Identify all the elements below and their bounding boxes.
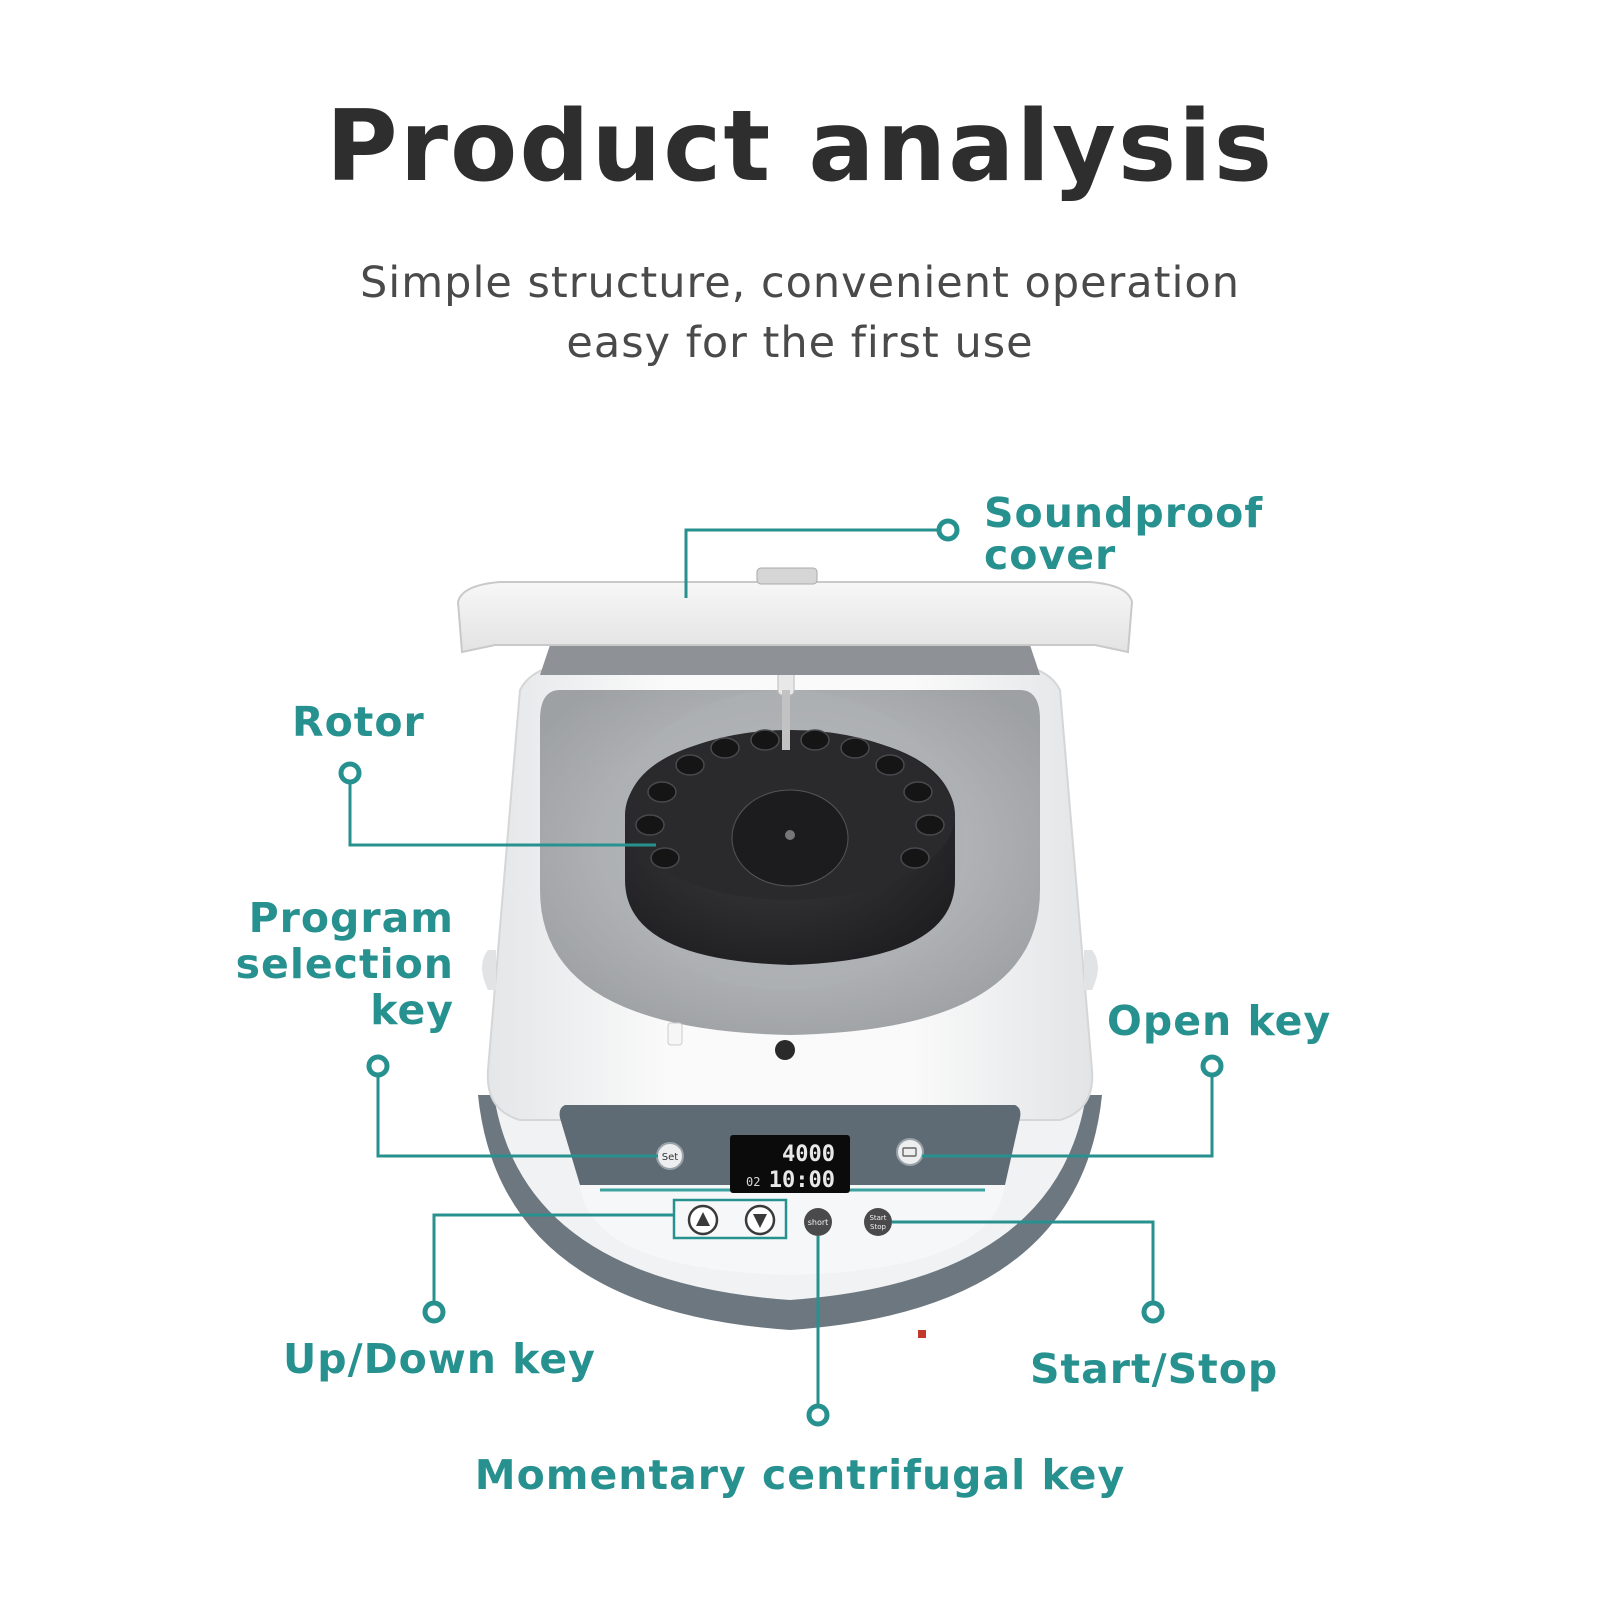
soundproof-cover bbox=[456, 567, 1134, 675]
soundproof-cover-label-line-2: cover bbox=[984, 531, 1117, 579]
momentary-centrifugal-key-label: Momentary centrifugal key bbox=[474, 1451, 1126, 1499]
rotor bbox=[625, 729, 955, 965]
display-speed: 4000 bbox=[782, 1142, 835, 1167]
page-subtitle-line-1: Simple structure, convenient operation bbox=[360, 258, 1240, 308]
program-selection-label-line-1: Program bbox=[248, 894, 454, 942]
soundproof-cover-leader bbox=[684, 528, 940, 598]
callout-lines bbox=[348, 528, 1214, 1405]
program-selection-leader bbox=[376, 1076, 658, 1158]
set-button[interactable]: Set bbox=[656, 1142, 684, 1170]
lid-sensor-pin bbox=[667, 1022, 683, 1046]
svg-text:Stop: Stop bbox=[870, 1223, 886, 1231]
program-selection-label-line-2: selection bbox=[235, 940, 454, 988]
up-down-key-label: Up/Down key bbox=[283, 1335, 596, 1383]
up-down-key-dot bbox=[422, 1300, 446, 1324]
short-button[interactable]: short bbox=[804, 1208, 832, 1236]
program-selection-label-line-3: key bbox=[370, 986, 454, 1034]
open-key-label: Open key bbox=[1107, 997, 1332, 1045]
up-button[interactable] bbox=[687, 1204, 719, 1236]
program-selection-dot bbox=[366, 1054, 390, 1078]
open-key-button[interactable] bbox=[896, 1138, 924, 1166]
power-indicator bbox=[918, 1330, 926, 1338]
up-down-key-leader bbox=[432, 1213, 674, 1302]
start-stop-button[interactable]: Start Stop bbox=[864, 1208, 892, 1236]
page-title: Product analysis bbox=[325, 90, 1275, 204]
page-subtitle-line-2: easy for the first use bbox=[566, 318, 1034, 368]
start-stop-leader bbox=[892, 1220, 1155, 1302]
open-key-leader bbox=[922, 1076, 1214, 1158]
lcd-display: 4000 10:00 02 bbox=[730, 1135, 850, 1193]
rotor-dot bbox=[338, 761, 362, 785]
svg-text:short: short bbox=[808, 1218, 829, 1227]
display-program: 02 bbox=[746, 1175, 760, 1189]
rotor-leader bbox=[348, 783, 656, 847]
left-latch-bump bbox=[482, 950, 496, 990]
svg-text:Start: Start bbox=[869, 1214, 886, 1222]
lid-lock-hole bbox=[775, 1040, 795, 1060]
soundproof-cover-dot bbox=[936, 518, 960, 542]
soundproof-cover-label-line-1: Soundproof bbox=[984, 489, 1264, 537]
right-latch-bump bbox=[1084, 950, 1098, 990]
momentary-key-dot bbox=[806, 1403, 830, 1427]
start-stop-dot bbox=[1141, 1300, 1165, 1324]
down-button[interactable] bbox=[744, 1204, 776, 1236]
callout-dots bbox=[338, 518, 1224, 1427]
display-time: 10:00 bbox=[769, 1168, 835, 1193]
open-key-dot bbox=[1200, 1054, 1224, 1078]
start-stop-label: Start/Stop bbox=[1030, 1345, 1279, 1393]
svg-text:Set: Set bbox=[662, 1152, 679, 1163]
rotor-tube-holes bbox=[635, 729, 945, 869]
rotor-label: Rotor bbox=[292, 698, 425, 746]
up-down-key-group bbox=[672, 1198, 788, 1240]
